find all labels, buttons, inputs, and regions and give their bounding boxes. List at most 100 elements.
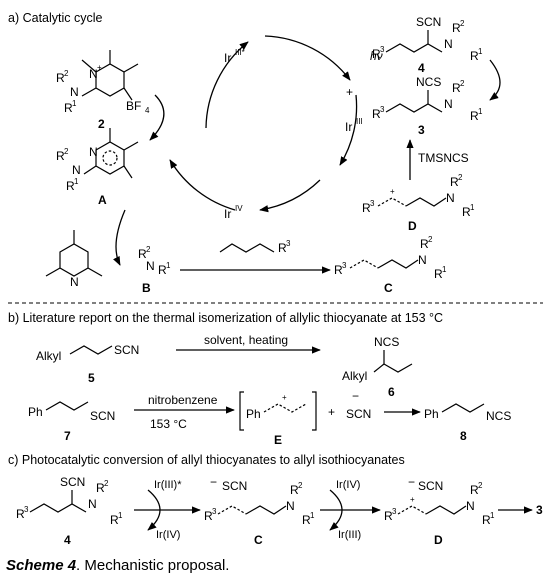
svg-text:N: N xyxy=(146,259,155,273)
svg-text:+: + xyxy=(410,495,415,504)
compound-b-structure: R 2 N R 1 B xyxy=(138,245,171,295)
svg-text:Ph: Ph xyxy=(424,407,439,421)
compound-5-structure: Alkyl SCN 5 xyxy=(36,343,139,385)
curved-ir-arrow-2 xyxy=(329,489,343,531)
svg-text:3: 3 xyxy=(212,507,217,516)
svg-text:+: + xyxy=(282,393,287,402)
cond-nitrobenzene: nitrobenzene xyxy=(148,393,218,407)
ir4-product-1: Ir(IV) xyxy=(156,529,180,541)
svg-text:3: 3 xyxy=(24,505,29,514)
svg-text:III: III xyxy=(356,117,363,126)
svg-text:BF: BF xyxy=(126,99,141,113)
svg-text:R: R xyxy=(158,263,167,277)
ir3-product: Ir(III) xyxy=(338,529,361,541)
svg-text:N: N xyxy=(89,67,98,81)
svg-text:R: R xyxy=(482,513,491,527)
compound-c2-structure: − SCN R 3 N R 2 R 1 C xyxy=(204,475,315,547)
svg-text:R: R xyxy=(420,237,429,251)
svg-text:A: A xyxy=(98,193,107,207)
svg-text:R: R xyxy=(434,267,443,281)
svg-text:2: 2 xyxy=(298,481,303,490)
svg-text:+: + xyxy=(346,85,353,99)
svg-text:R: R xyxy=(452,81,461,95)
svg-text:IV: IV xyxy=(235,204,243,213)
section-b-title: b) Literature report on the thermal isom… xyxy=(8,311,443,325)
svg-text:1: 1 xyxy=(72,99,77,108)
svg-text:Ph: Ph xyxy=(28,405,43,419)
svg-text:NCS: NCS xyxy=(486,409,511,423)
svg-text:1: 1 xyxy=(478,47,483,56)
svg-text:SCN: SCN xyxy=(222,479,247,493)
svg-text:R: R xyxy=(372,107,381,121)
svg-text:2: 2 xyxy=(460,79,465,88)
svg-text:N: N xyxy=(286,499,295,513)
section-a-title: a) Catalytic cycle xyxy=(8,11,103,25)
compound-a-structure: N R 2 N R 1 A xyxy=(56,128,139,207)
svg-text:3: 3 xyxy=(380,105,385,114)
svg-text:R: R xyxy=(110,513,119,527)
svg-text:R: R xyxy=(462,205,471,219)
svg-text:R: R xyxy=(278,241,287,255)
ir-iv-label: Ir IV xyxy=(224,204,243,221)
svg-text:N: N xyxy=(72,163,81,177)
svg-text:R: R xyxy=(138,247,147,261)
svg-text:Ph: Ph xyxy=(246,407,261,421)
svg-text:R: R xyxy=(204,509,213,523)
svg-text:1: 1 xyxy=(118,511,123,520)
compound-7-structure: Ph SCN 7 xyxy=(28,401,115,443)
svg-text:SCN: SCN xyxy=(114,343,139,357)
compound-d2-structure: − SCN R 3 + N R 2 R 1 D xyxy=(384,475,495,547)
svg-text:R: R xyxy=(56,71,65,85)
svg-text:NCS: NCS xyxy=(416,75,441,89)
svg-text:R: R xyxy=(66,179,75,193)
svg-text:2: 2 xyxy=(104,479,109,488)
svg-text:−: − xyxy=(408,475,415,489)
svg-text:N: N xyxy=(70,275,79,289)
svg-text:D: D xyxy=(408,219,417,233)
intermediate-e-structure: Ph + E + − SCN xyxy=(239,389,371,447)
svg-text:SCN: SCN xyxy=(416,15,441,29)
svg-text:2: 2 xyxy=(428,235,433,244)
ir4-reagent-2: Ir(IV) xyxy=(336,479,360,491)
curved-ir-arrow-1 xyxy=(147,489,161,531)
svg-text:1: 1 xyxy=(478,107,483,116)
svg-text:III*: III* xyxy=(235,48,245,57)
svg-text:7: 7 xyxy=(64,429,71,443)
svg-text:N: N xyxy=(89,145,98,159)
hv-label: hν xyxy=(370,49,383,63)
svg-text:N: N xyxy=(418,253,427,267)
svg-text:R: R xyxy=(362,201,371,215)
svg-text:3: 3 xyxy=(286,239,291,248)
caption-text: . Mechanistic proposal. xyxy=(76,557,230,574)
svg-text:+: + xyxy=(390,187,395,196)
svg-text:2: 2 xyxy=(64,147,69,156)
ir-iii-label: Ir III xyxy=(345,117,363,134)
svg-text:SCN: SCN xyxy=(418,479,443,493)
svg-text:SCN: SCN xyxy=(346,407,371,421)
svg-text:+: + xyxy=(328,405,335,419)
svg-text:Alkyl: Alkyl xyxy=(342,369,367,383)
svg-text:N: N xyxy=(88,497,97,511)
arrow-a-to-collidine xyxy=(113,209,126,266)
svg-text:Ir: Ir xyxy=(224,51,231,65)
svg-text:1: 1 xyxy=(74,177,79,186)
catalytic-cycle-arrows xyxy=(169,35,358,213)
svg-text:R: R xyxy=(470,49,479,63)
svg-text:R: R xyxy=(56,149,65,163)
arrow-4-to-3 xyxy=(489,59,501,101)
svg-text:8: 8 xyxy=(460,429,467,443)
svg-text:R: R xyxy=(470,109,479,123)
svg-text:2: 2 xyxy=(460,19,465,28)
ir-excited-label: Ir III* xyxy=(224,48,245,65)
svg-text:2: 2 xyxy=(146,245,151,254)
svg-text:B: B xyxy=(142,281,151,295)
svg-text:3: 3 xyxy=(418,123,425,137)
svg-text:1: 1 xyxy=(470,203,475,212)
svg-text:R: R xyxy=(384,509,393,523)
svg-text:N: N xyxy=(466,499,475,513)
svg-text:4: 4 xyxy=(145,106,150,115)
svg-text:R: R xyxy=(302,513,311,527)
svg-text:−: − xyxy=(210,475,217,489)
svg-text:2: 2 xyxy=(478,481,483,490)
